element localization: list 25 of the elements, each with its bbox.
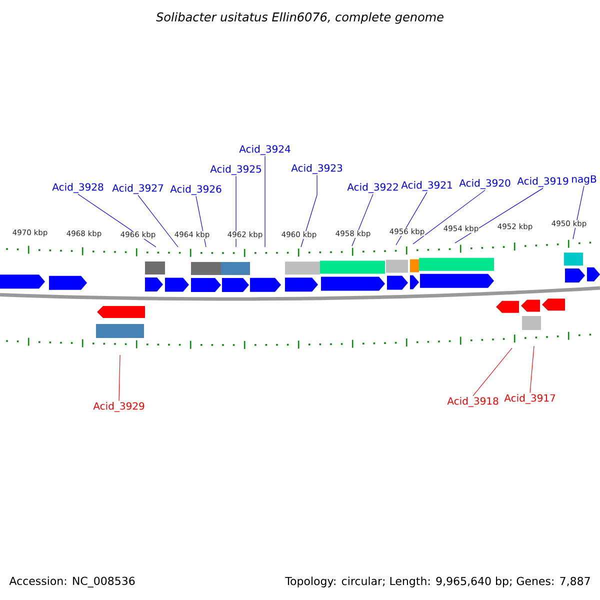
gene-label: Acid_3917 xyxy=(504,394,556,404)
gene-label: Acid_3926 xyxy=(170,185,222,195)
gene-label: Acid_3918 xyxy=(447,397,498,407)
title: Solibacter usitatus Ellin6076, complete genome xyxy=(156,12,444,24)
leader-line xyxy=(412,190,486,244)
gene-label: Acid_3925 xyxy=(210,165,261,175)
accession-text: Accession: NC_008536 xyxy=(9,576,135,588)
gene-label: Acid_3920 xyxy=(459,179,510,189)
leader-line xyxy=(264,156,266,248)
gene-label: Acid_3922 xyxy=(347,183,398,193)
leader-line xyxy=(454,188,544,244)
gene-label: Acid_3919 xyxy=(517,177,568,187)
gene-label: Acid_3921 xyxy=(401,181,452,191)
leader-line xyxy=(118,354,120,402)
leader-line xyxy=(530,346,534,394)
gene-label: nagB xyxy=(572,175,596,185)
leader-line xyxy=(472,348,512,396)
gene-label: Acid_3928 xyxy=(52,183,104,193)
gene-label: Acid_3924 xyxy=(239,145,290,155)
leader-line xyxy=(138,194,178,248)
genome-info-text: Topology: circular; Length: 9,965,640 bp; Genes: 7,887 xyxy=(285,576,590,588)
gene-label: Acid_3929 xyxy=(93,402,144,412)
gene-label: Acid_3927 xyxy=(112,184,164,194)
leader-line xyxy=(300,174,318,248)
gene-label: Acid_3923 xyxy=(291,164,342,174)
